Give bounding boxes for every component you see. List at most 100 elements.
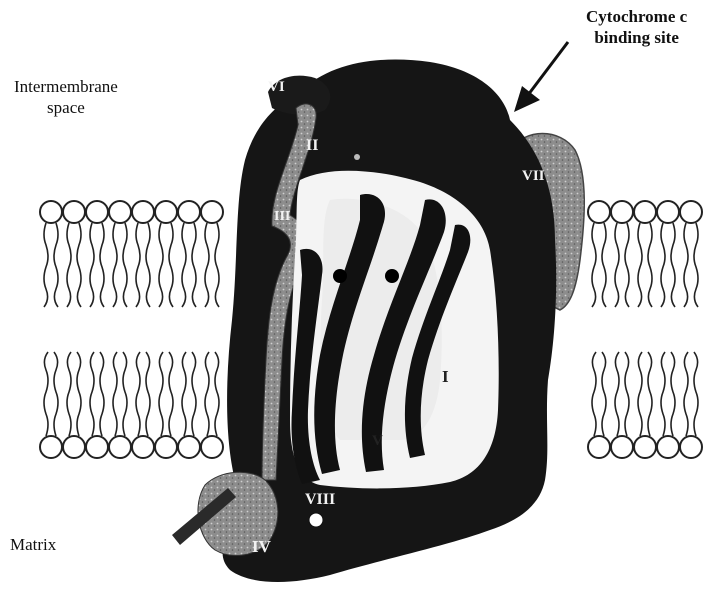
lipid-tail <box>159 223 163 307</box>
lipid-head <box>86 201 108 223</box>
lipid-tail <box>44 223 48 307</box>
lipid-tail <box>615 223 619 307</box>
label-intermembrane-line1: Intermembrane <box>14 76 118 97</box>
lipid-tail <box>77 352 81 436</box>
label-subunit-III: III <box>274 209 290 224</box>
lipid-tail <box>44 352 48 436</box>
lipid-tail <box>205 223 209 307</box>
lipid-head <box>109 436 131 458</box>
lipid-head <box>40 436 62 458</box>
lipid-tail <box>615 352 619 436</box>
lipid-head <box>63 201 85 223</box>
lipid-head <box>155 436 177 458</box>
lipid-tail <box>694 352 698 436</box>
label-intermembrane-line2: space <box>14 97 118 118</box>
lipid-tail <box>54 223 58 307</box>
lipid-head <box>634 201 656 223</box>
lipid-head <box>611 201 633 223</box>
lipid-head <box>178 436 200 458</box>
lipid-tail <box>113 223 117 307</box>
lipid-tail <box>648 352 652 436</box>
lipid-tail <box>100 352 104 436</box>
lipid-tail <box>661 223 665 307</box>
lipid-tail <box>592 223 596 307</box>
lipid-tail <box>684 223 688 307</box>
lipid-tail <box>592 352 596 436</box>
lipid-tail <box>215 223 219 307</box>
lipid-tail <box>67 352 71 436</box>
lipid-head <box>201 201 223 223</box>
lipid-head <box>201 436 223 458</box>
lipid-tail <box>146 352 150 436</box>
lipid-head <box>132 201 154 223</box>
lipid-tail <box>684 352 688 436</box>
lipid-tail <box>625 352 629 436</box>
label-cytochrome-line1: Cytochrome c <box>586 6 687 27</box>
lipid-tail <box>146 223 150 307</box>
cytochrome-oxidase-complex: VI II III VII I V VIII IV <box>172 60 584 582</box>
lipid-head <box>588 201 610 223</box>
lipid-tail <box>671 352 675 436</box>
cytochrome-c-arrow <box>514 42 568 112</box>
lipid-tail <box>625 223 629 307</box>
lipid-tail <box>661 352 665 436</box>
lipid-tail <box>159 352 163 436</box>
label-subunit-I: I <box>442 367 449 386</box>
label-subunit-V: V <box>372 433 383 449</box>
label-cytochrome-c: Cytochrome c binding site <box>586 6 687 48</box>
heme-a3-dot <box>385 269 399 283</box>
lipid-tail <box>67 223 71 307</box>
lipid-head <box>680 201 702 223</box>
lipid-head <box>657 436 679 458</box>
label-subunit-VII: VII <box>522 168 545 184</box>
copper-dot <box>309 513 323 527</box>
lipid-head <box>40 201 62 223</box>
lipid-tail <box>205 352 209 436</box>
lipid-head <box>634 436 656 458</box>
lipid-head <box>132 436 154 458</box>
label-subunit-VIII: VIII <box>305 491 335 508</box>
lipid-head <box>611 436 633 458</box>
lipid-tail <box>638 223 642 307</box>
lipid-head <box>63 436 85 458</box>
lipid-tail <box>169 352 173 436</box>
lipid-tail <box>169 223 173 307</box>
lipid-tail <box>182 223 186 307</box>
label-subunit-IV: IV <box>252 537 272 556</box>
lipid-tail <box>100 223 104 307</box>
lipid-head <box>86 436 108 458</box>
lipid-tail <box>192 223 196 307</box>
lipid-tail <box>90 223 94 307</box>
lipid-tail <box>182 352 186 436</box>
lipid-tail <box>192 352 196 436</box>
label-matrix: Matrix <box>10 534 56 555</box>
label-subunit-II: II <box>306 137 318 154</box>
lipid-head <box>588 436 610 458</box>
lipid-head <box>178 201 200 223</box>
lipid-tail <box>90 352 94 436</box>
lipid-tail <box>694 223 698 307</box>
lipid-tail <box>648 223 652 307</box>
lipid-tail <box>602 223 606 307</box>
lipid-tail <box>54 352 58 436</box>
lipid-head <box>155 201 177 223</box>
lipid-tail <box>113 352 117 436</box>
lipid-tail <box>638 352 642 436</box>
lipid-tail <box>671 223 675 307</box>
lipid-tail <box>123 223 127 307</box>
lipid-tail <box>136 352 140 436</box>
top-small-dot <box>354 154 360 160</box>
lipid-tail <box>602 352 606 436</box>
heme-a-dot <box>333 269 347 283</box>
label-subunit-VI: VI <box>268 79 285 95</box>
lipid-tail <box>77 223 81 307</box>
lipid-tail <box>123 352 127 436</box>
lipid-head <box>680 436 702 458</box>
label-intermembrane-space: Intermembrane space <box>14 76 118 118</box>
label-cytochrome-line2: binding site <box>586 27 687 48</box>
lipid-tail <box>215 352 219 436</box>
lipid-head <box>657 201 679 223</box>
lipid-tail <box>136 223 140 307</box>
lipid-head <box>109 201 131 223</box>
